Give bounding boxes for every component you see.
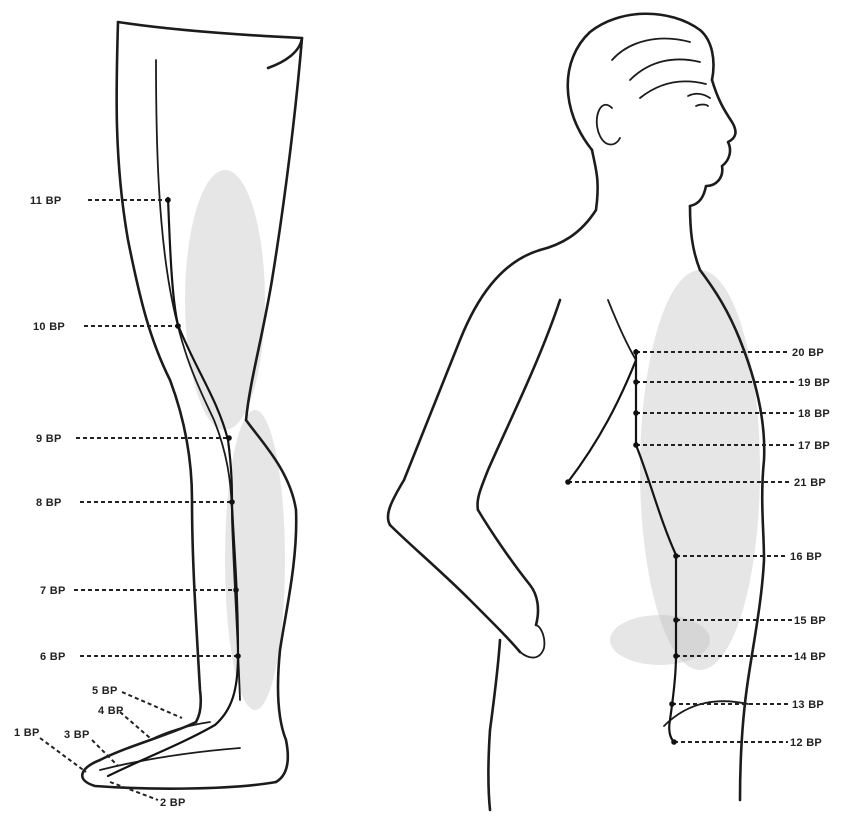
leader-4bp	[120, 712, 150, 738]
hip-shading	[610, 615, 710, 665]
torso-shading	[640, 270, 760, 670]
point-16bp	[673, 553, 679, 559]
label-6bp: 6 BP	[40, 651, 66, 663]
point-6bp	[235, 653, 241, 659]
forearm-inner	[478, 510, 538, 625]
leader-5bp	[122, 692, 182, 718]
point-12bp	[671, 739, 677, 745]
point-9bp	[226, 435, 232, 441]
neck-front	[690, 206, 700, 270]
leg-shading	[185, 170, 265, 430]
hand	[520, 625, 544, 658]
armpit-fold	[608, 300, 636, 360]
label-8bp: 8 BP	[36, 497, 62, 509]
point-10bp	[175, 323, 181, 329]
back-arm-outer	[388, 250, 540, 525]
point-18bp	[633, 410, 639, 416]
upper-arm-inner	[477, 300, 560, 510]
leader-1bp	[40, 738, 86, 772]
point-14bp	[673, 653, 679, 659]
leader-2bp	[110, 782, 158, 800]
point-8bp	[229, 499, 235, 505]
label-16bp: 16 BP	[790, 551, 822, 563]
label-1bp: 1 BP	[14, 727, 40, 739]
point-19bp	[633, 379, 639, 385]
ear	[597, 105, 620, 145]
lower-back	[489, 640, 501, 810]
label-5bp: 5 BP	[92, 685, 118, 697]
brow	[688, 94, 710, 98]
label-19bp: 19 BP	[798, 377, 830, 389]
label-3bp: 3 BP	[64, 729, 90, 741]
label-20bp: 20 BP	[792, 347, 824, 359]
point-11bp	[165, 197, 171, 203]
label-13bp: 13 BP	[792, 699, 824, 711]
neck-back	[540, 150, 598, 250]
label-9bp: 9 BP	[36, 433, 62, 445]
label-10bp: 10 BP	[33, 321, 65, 333]
meridian-branch-21	[568, 360, 636, 482]
point-7bp	[233, 587, 239, 593]
face-profile	[690, 80, 735, 206]
label-14bp: 14 BP	[794, 651, 826, 663]
label-17bp: 17 BP	[798, 440, 830, 452]
label-11bp: 11 BP	[30, 195, 61, 207]
label-21bp: 21 BP	[794, 477, 826, 489]
label-18bp: 18 BP	[798, 408, 830, 420]
point-17bp	[633, 442, 639, 448]
point-15bp	[673, 617, 679, 623]
leg-back-contour	[117, 22, 201, 722]
eye	[696, 105, 708, 107]
hair-strands	[612, 39, 706, 98]
point-21bp	[565, 479, 571, 485]
label-2bp: 2 BP	[160, 797, 186, 809]
label-15bp: 15 BP	[794, 615, 826, 627]
label-12bp: 12 BP	[790, 737, 822, 749]
leg-figure	[82, 22, 302, 789]
point-20bp	[633, 349, 639, 355]
label-7bp: 7 BP	[40, 585, 66, 597]
label-4bp: 4 BP	[98, 705, 124, 717]
thigh-top-edge	[118, 22, 302, 68]
point-13bp	[669, 701, 675, 707]
torso-figure	[388, 14, 764, 810]
